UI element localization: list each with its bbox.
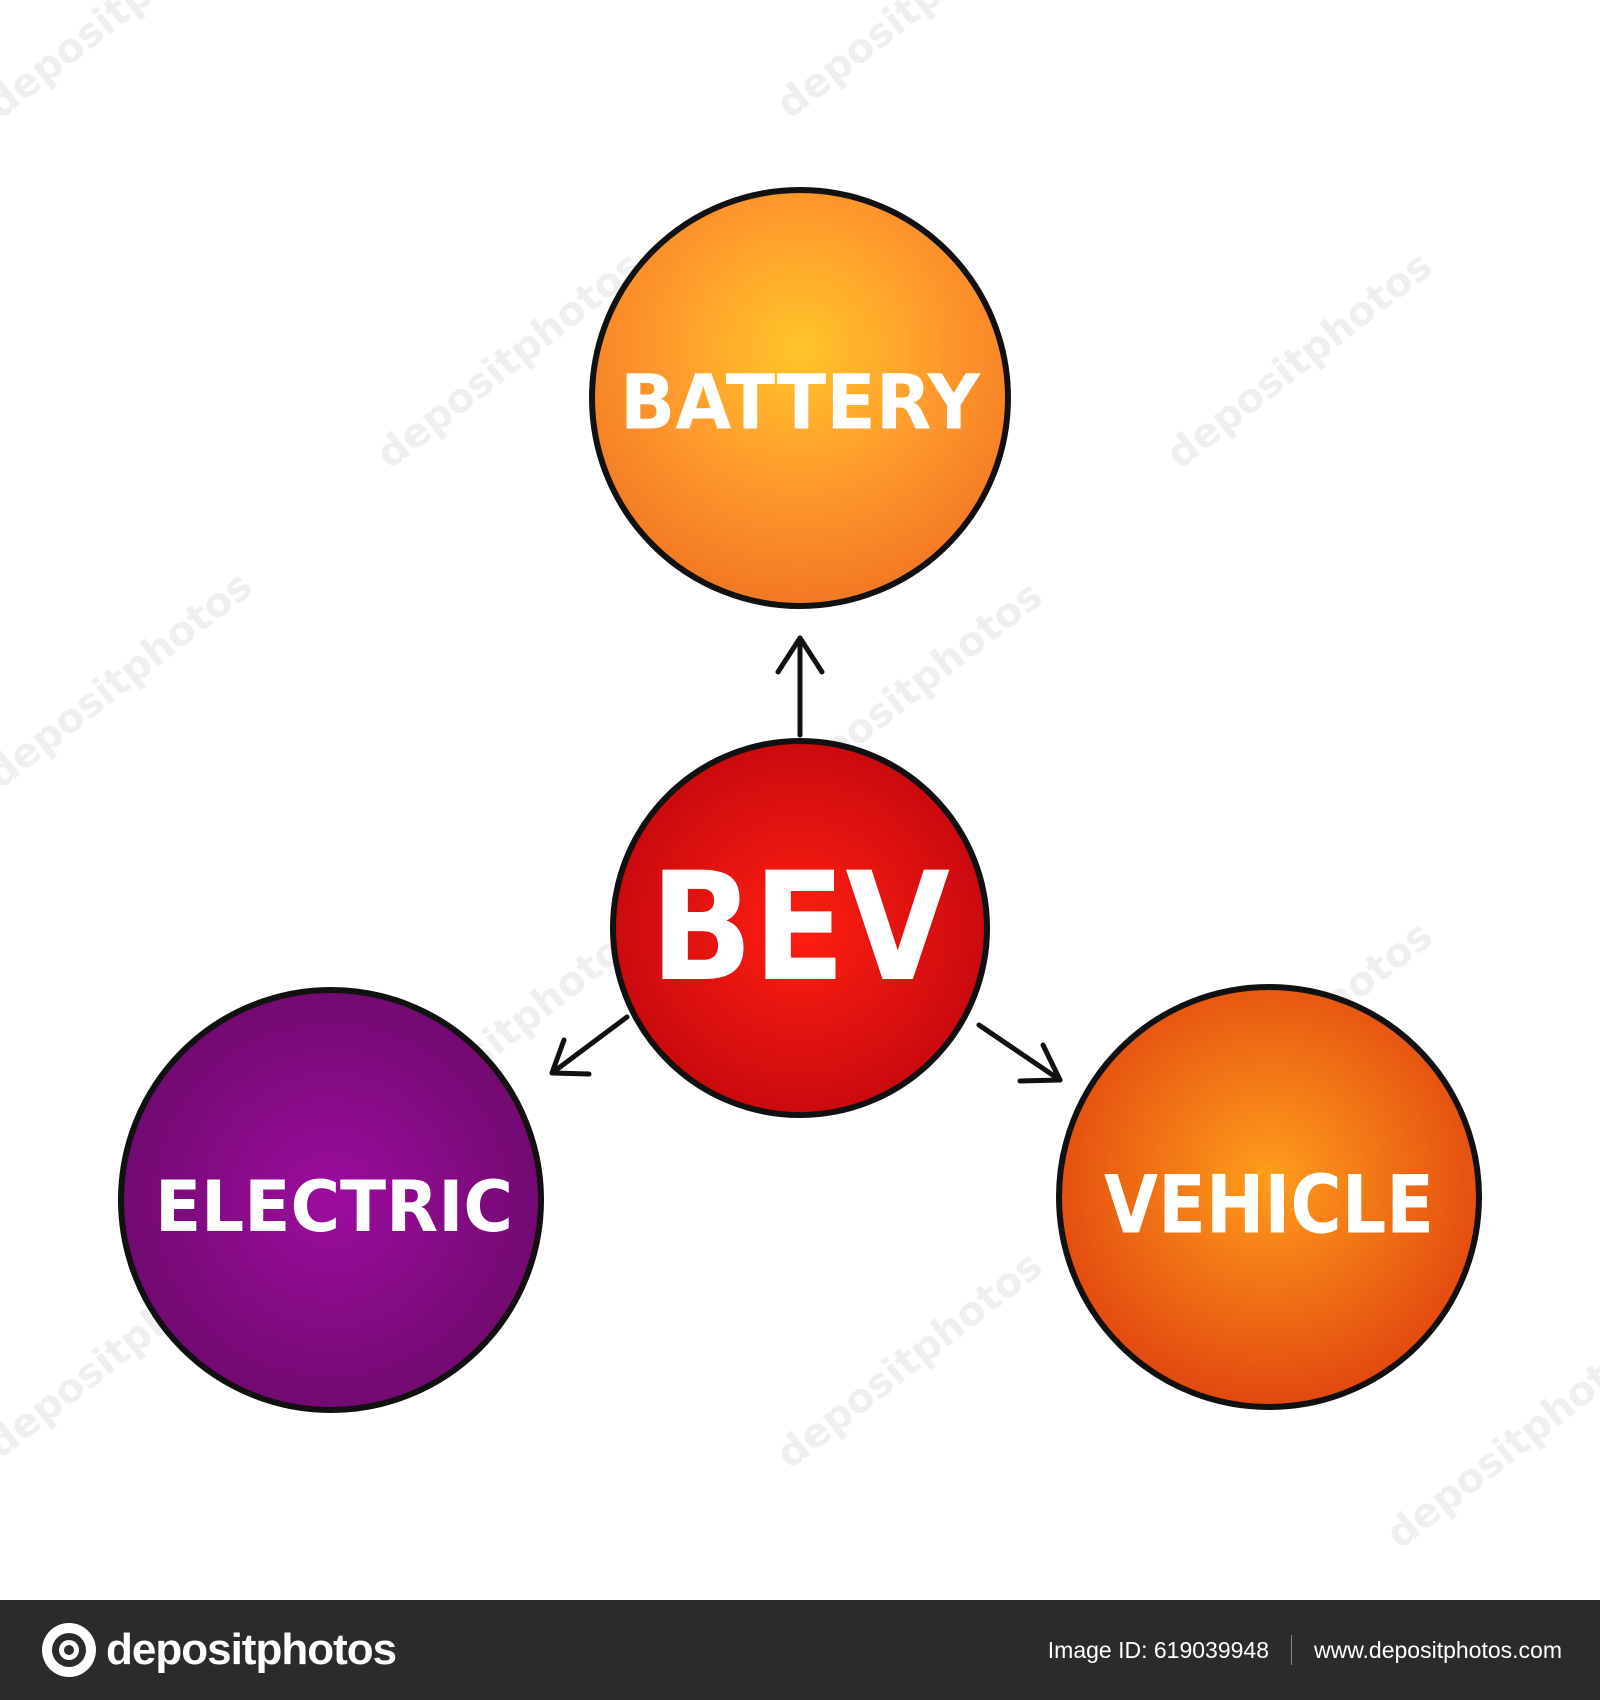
watermark-text: depositphotos bbox=[768, 1242, 1051, 1477]
camera-logo-icon bbox=[42, 1623, 96, 1677]
node-battery-circle bbox=[589, 187, 1011, 609]
brand[interactable]: depositphotos bbox=[40, 1621, 397, 1679]
node-electric-circle bbox=[118, 987, 544, 1413]
footer-bar: depositphotos Image ID: 619039948 www.de… bbox=[0, 1600, 1600, 1700]
node-vehicle-circle bbox=[1056, 984, 1482, 1410]
node-battery: BATTERY bbox=[589, 187, 1011, 609]
brand-name: depositphotos bbox=[106, 1625, 397, 1674]
node-electric: ELECTRIC bbox=[118, 987, 544, 1413]
watermark-text: depositphotos bbox=[768, 0, 1051, 128]
diagram-canvas: depositphotos depositphotos depositphoto… bbox=[0, 0, 1600, 1558]
site-link[interactable]: www.depositphotos.com bbox=[1313, 1636, 1562, 1663]
watermark-text: depositphotos bbox=[1158, 242, 1441, 477]
node-bev-label: BEV bbox=[650, 841, 950, 1015]
arrow-to-vehicle bbox=[976, 1022, 1063, 1084]
node-electric-label: ELECTRIC bbox=[155, 1166, 513, 1248]
watermark-text: depositphotos bbox=[0, 562, 261, 797]
node-vehicle: VEHICLE bbox=[1056, 984, 1482, 1410]
connector-arrows bbox=[549, 635, 1063, 1084]
mind-map-diagram: depositphotos depositphotos depositphoto… bbox=[0, 0, 1600, 1558]
footer-meta: Image ID: 619039948 www.depositphotos.co… bbox=[1048, 1635, 1562, 1665]
footer-divider bbox=[1290, 1635, 1292, 1665]
arrow-to-battery bbox=[775, 635, 825, 738]
arrow-to-electric bbox=[549, 1014, 630, 1077]
node-bev-circle bbox=[610, 738, 990, 1118]
node-battery-label: BATTERY bbox=[620, 358, 981, 447]
image-id: Image ID: 619039948 bbox=[1047, 1636, 1269, 1663]
watermark-text: depositphotos bbox=[0, 0, 261, 128]
node-bev: BEV bbox=[610, 738, 990, 1118]
watermark-text: depositphotos bbox=[1378, 1322, 1600, 1557]
node-vehicle-label: VEHICLE bbox=[1104, 1159, 1434, 1252]
